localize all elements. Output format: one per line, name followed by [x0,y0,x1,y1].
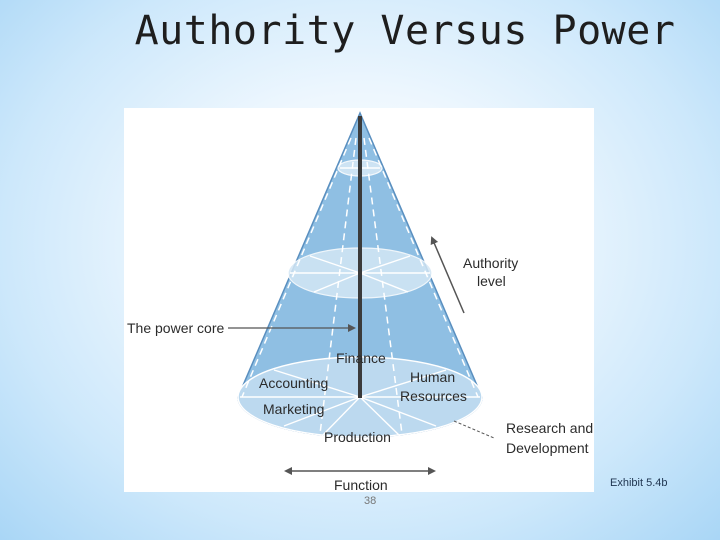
cone-dashed-edges [241,137,479,435]
label-finance: Finance [336,350,386,366]
function-sector-lines [240,167,480,437]
label-accounting: Accounting [259,375,328,391]
label-production: Production [324,429,391,445]
label-marketing: Marketing [263,401,324,417]
label-power-core: The power core [127,320,224,336]
label-function: Function [334,477,388,492]
slide-title: Authority Versus Power [134,8,676,54]
research-leader-line [453,420,495,439]
label-research: Research and [506,420,593,436]
slide-number: 38 [364,495,377,507]
label-human: Human [410,369,455,385]
power-cone-diagram: The power core Authority level Finance A… [127,111,593,492]
authority-level-arrow [430,236,465,314]
label-authority: Authority [463,255,518,271]
label-authority-level: level [477,273,506,289]
exhibit-diagram: The power core Authority level Finance A… [124,108,594,492]
label-development: Development [506,440,589,456]
label-human-resources: Resources [400,388,467,404]
exhibit-caption: Exhibit 5.4b [610,477,668,489]
